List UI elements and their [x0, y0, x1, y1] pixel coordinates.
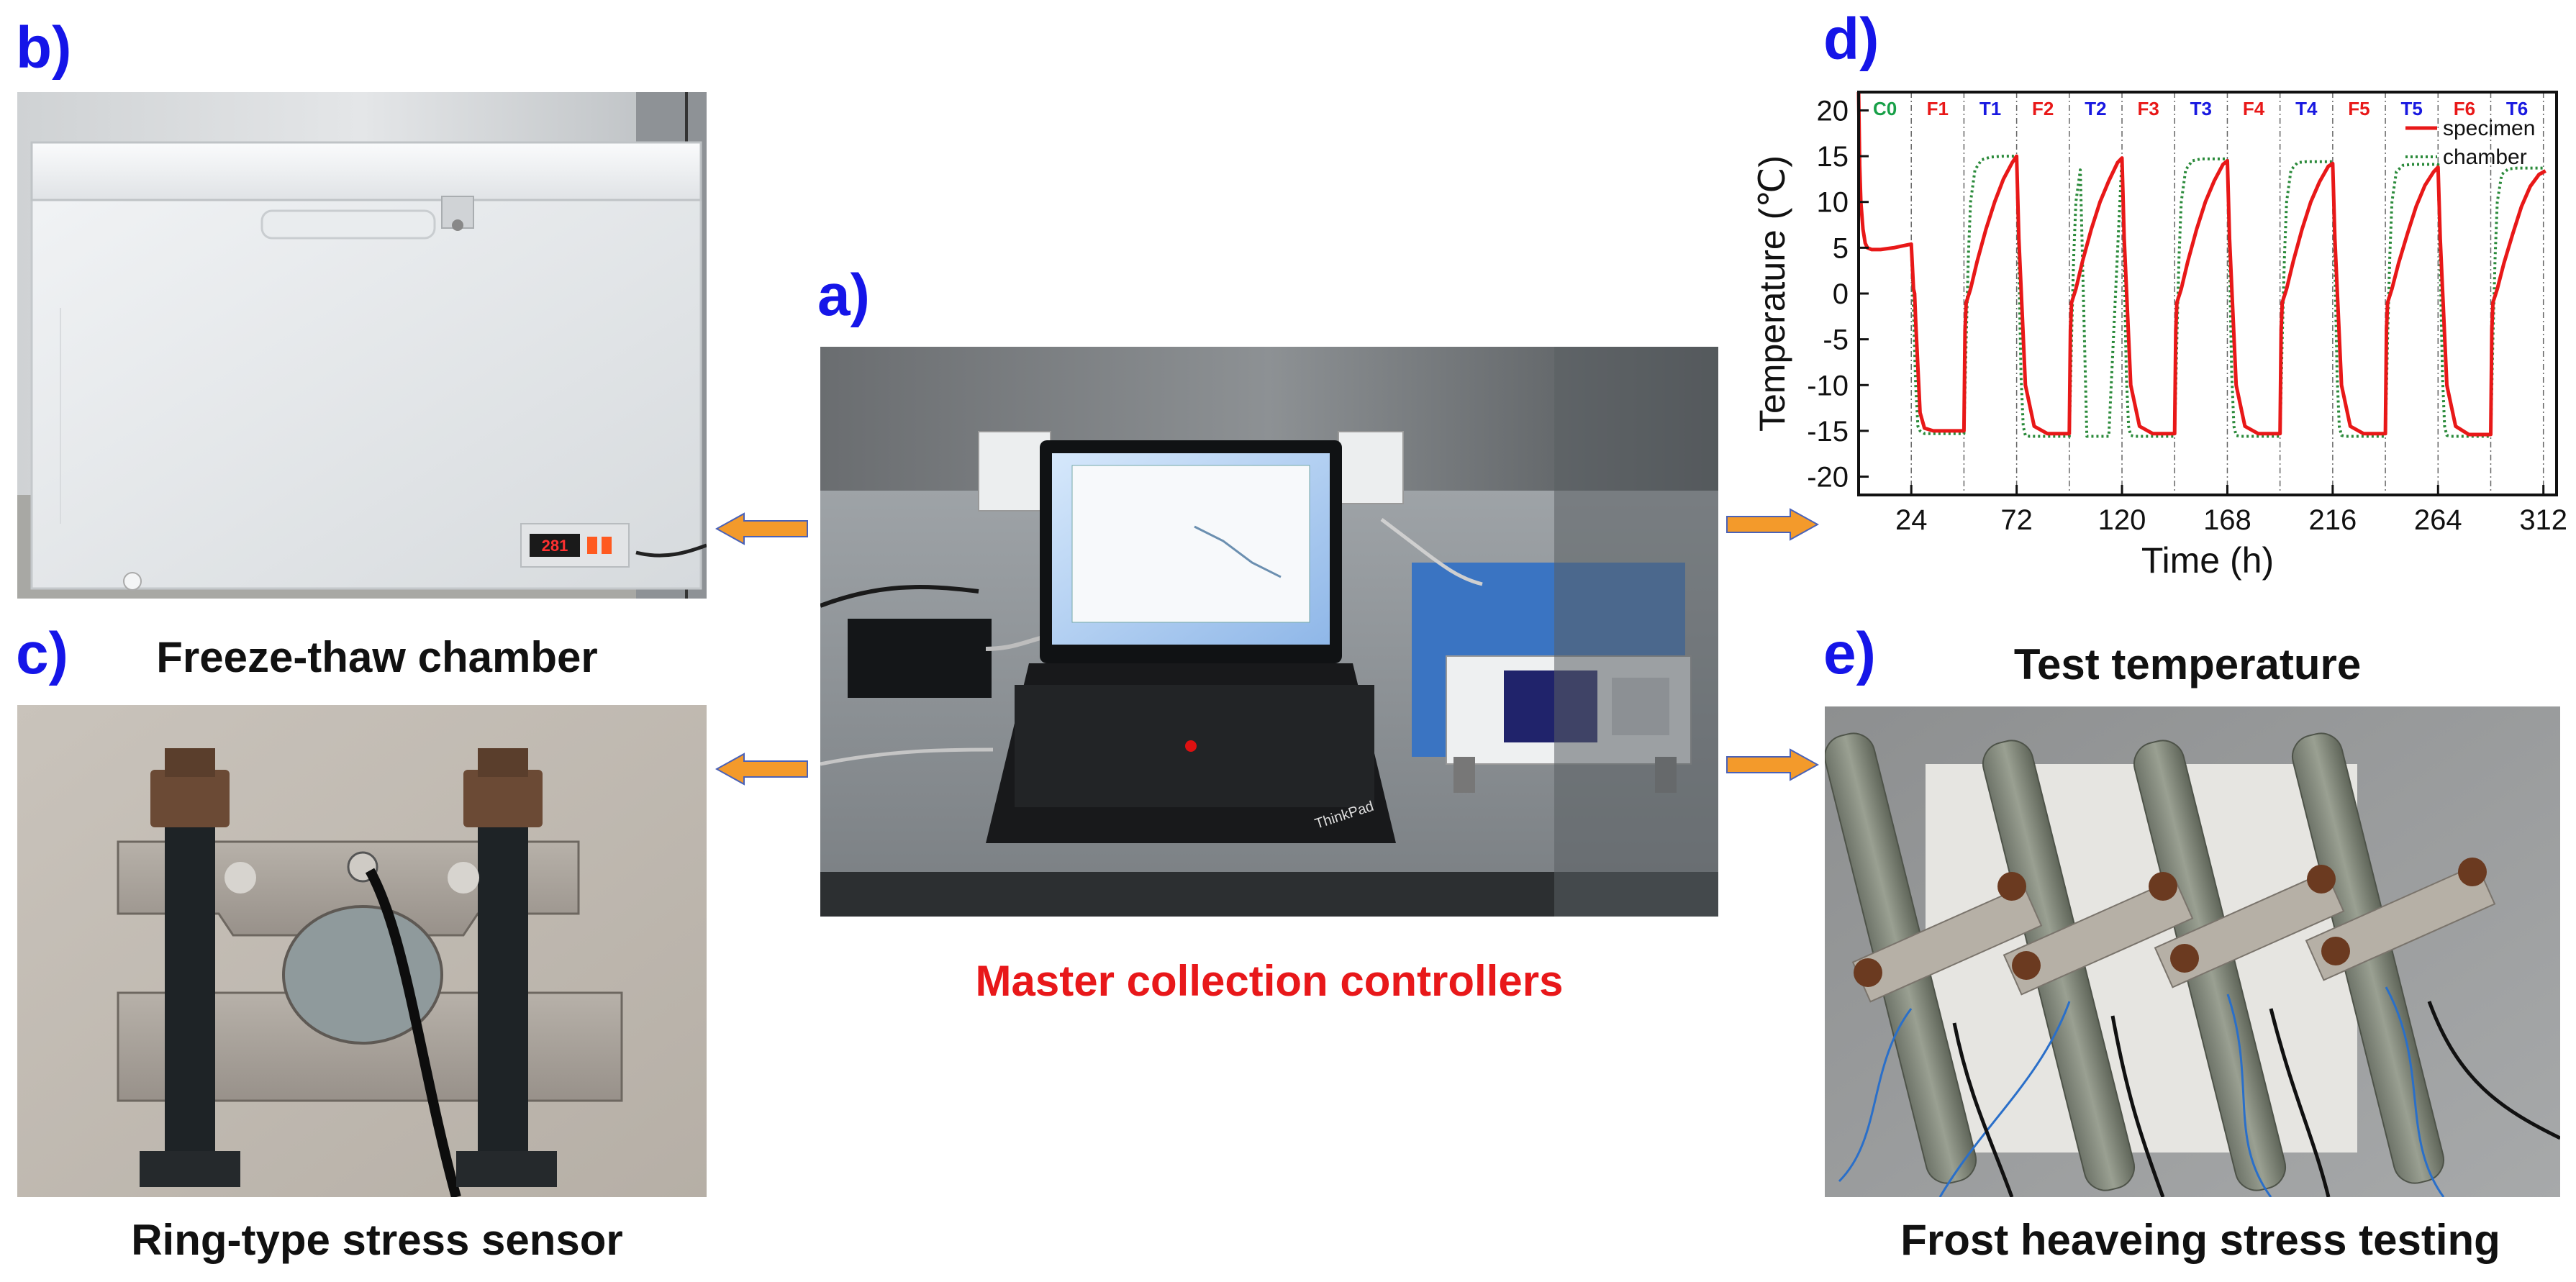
series-line-specimen	[1856, 91, 2546, 437]
frost-heave-testing-photo	[1825, 706, 2560, 1197]
panel-e-caption: Frost heaveing stress testing	[1900, 1216, 2500, 1264]
chart-series-layer	[1856, 91, 2546, 438]
chart-legend: specimen chamber	[2405, 117, 2535, 169]
y-tick-label: 5	[1833, 232, 1849, 264]
arrow-left-to-sensor	[715, 753, 808, 786]
panel-b-letter: b)	[16, 15, 72, 81]
stage-label: T6	[2506, 98, 2528, 119]
panel-c-letter: c)	[16, 621, 68, 686]
stage-labels: C0 F1 T1 F2 T2 F3 T3 F4 T4 F5 T5 F6 T6	[1873, 98, 2528, 119]
chart-axes: 24 72 120 168 216 264 312 20 15 10 5 0 -5 -10 -15 -20	[1807, 95, 2567, 536]
x-tick-label: 24	[1895, 504, 1928, 536]
x-tick-label: 168	[2203, 504, 2251, 536]
panel-e-letter: e)	[1823, 621, 1876, 686]
arrow-right-to-testing	[1726, 748, 1819, 781]
stage-label: F3	[2137, 98, 2159, 119]
x-axis-label: Time (h)	[2141, 540, 2274, 581]
x-tick-label: 120	[2098, 504, 2146, 536]
panel-b-caption: Freeze-thaw chamber	[156, 633, 598, 681]
y-tick-label: -15	[1807, 416, 1849, 447]
stage-label: C0	[1873, 98, 1897, 119]
y-tick-label: -5	[1823, 324, 1849, 356]
legend-label-specimen: specimen	[2443, 117, 2535, 140]
master-controllers-photo: ThinkPad	[820, 347, 1718, 917]
x-tick-label: 72	[2000, 504, 2033, 536]
stage-label: T4	[2295, 98, 2318, 119]
x-tick-label: 312	[2519, 504, 2567, 536]
series-line-chamber	[1910, 155, 2544, 438]
y-tick-label: 20	[1817, 95, 1849, 127]
ring-stress-sensor-photo	[17, 705, 707, 1197]
y-axis-label: Temperature (℃)	[1752, 155, 1792, 432]
y-tick-label: 10	[1817, 187, 1849, 219]
legend-label-chamber: chamber	[2443, 145, 2527, 169]
arrow-left-to-chamber	[715, 512, 808, 545]
panel-c-caption: Ring-type stress sensor	[131, 1216, 623, 1264]
stage-label: F6	[2454, 98, 2475, 119]
stage-label: T3	[2190, 98, 2212, 119]
panel-d-caption: Test temperature	[2013, 640, 2362, 688]
x-tick-label: 216	[2308, 504, 2357, 536]
y-tick-label: 15	[1817, 141, 1849, 173]
chamber-display-readout: 281	[542, 537, 568, 555]
x-tick-label: 264	[2414, 504, 2462, 536]
stage-label: T2	[2085, 98, 2106, 119]
panel-a-caption: Master collection controllers	[975, 957, 1564, 1005]
stage-label: F5	[2348, 98, 2369, 119]
y-tick-label: -10	[1807, 370, 1849, 401]
temperature-chart: 24 72 120 168 216 264 312 20 15 10 5 0 -5 -10 -15 -20 C…	[1752, 91, 2567, 581]
arrow-right-to-chart	[1726, 508, 1819, 541]
freeze-thaw-chamber-photo: 281	[17, 92, 707, 599]
stage-label: F4	[2243, 98, 2265, 119]
stage-label: T5	[2401, 98, 2423, 119]
y-tick-label: 0	[1833, 278, 1849, 310]
panel-a-letter: a)	[817, 263, 870, 328]
stage-label: T1	[1979, 98, 2001, 119]
stage-label: F1	[1927, 98, 1949, 119]
panel-d-letter: d)	[1823, 6, 1879, 72]
y-tick-label: -20	[1807, 462, 1849, 494]
stage-label: F2	[2032, 98, 2054, 119]
